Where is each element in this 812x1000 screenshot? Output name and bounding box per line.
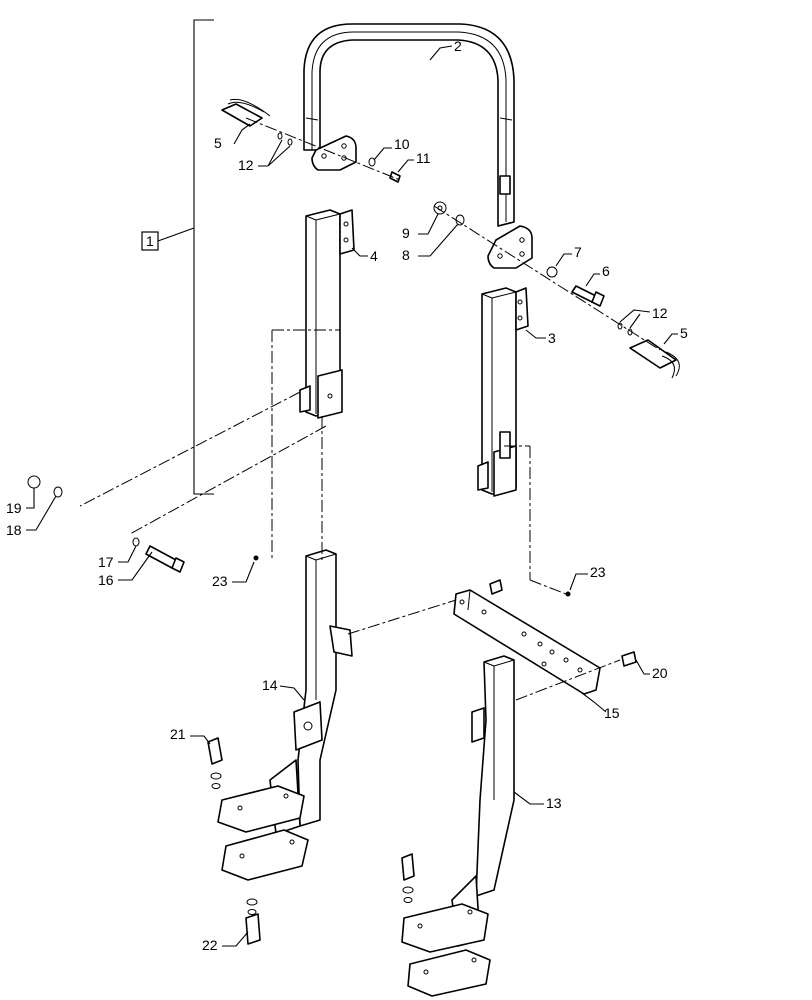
left-lower-leg	[217, 549, 353, 881]
callout-13: 13	[546, 795, 562, 811]
callout-4: 4	[370, 248, 378, 264]
callout-23-right: 23	[590, 564, 606, 580]
callout-15: 15	[604, 705, 620, 721]
callout-14: 14	[262, 677, 278, 693]
callout-18: 18	[6, 522, 22, 538]
callout-23-left: 23	[212, 573, 228, 589]
callout-5-left: 5	[214, 135, 222, 151]
assembly-label: 1	[146, 233, 154, 249]
callout-20: 20	[652, 665, 668, 681]
callout-6: 6	[602, 263, 610, 279]
callout-17: 17	[98, 554, 114, 570]
right-upright-post	[477, 287, 529, 497]
callout-10: 10	[394, 136, 410, 152]
callout-9: 9	[402, 225, 410, 241]
left-upright-post	[299, 209, 355, 419]
callout-3: 3	[548, 330, 556, 346]
callout-22: 22	[202, 937, 218, 953]
cross-bracket	[453, 589, 601, 695]
callout-12-left: 12	[238, 157, 254, 173]
right-lower-leg	[401, 655, 515, 997]
callout-21: 21	[170, 726, 186, 742]
callout-19: 19	[6, 500, 22, 516]
callout-16: 16	[98, 572, 114, 588]
callout-7: 7	[574, 244, 582, 260]
callout-5-right: 5	[680, 325, 688, 341]
lynch-pin-right	[629, 339, 680, 379]
assembly-bracket: 1	[141, 19, 214, 495]
lynch-pin-left	[221, 98, 271, 127]
callout-group: 2 3 4 5 5 6 7 8 9 10 11 12	[6, 38, 688, 953]
hardware-items	[27, 132, 637, 945]
callout-8: 8	[402, 247, 410, 263]
callout-11: 11	[416, 150, 431, 166]
hoop-bar	[303, 23, 533, 269]
callout-2: 2	[454, 38, 462, 54]
callout-12-right: 12	[652, 305, 668, 321]
assembly-centerlines	[79, 117, 661, 701]
